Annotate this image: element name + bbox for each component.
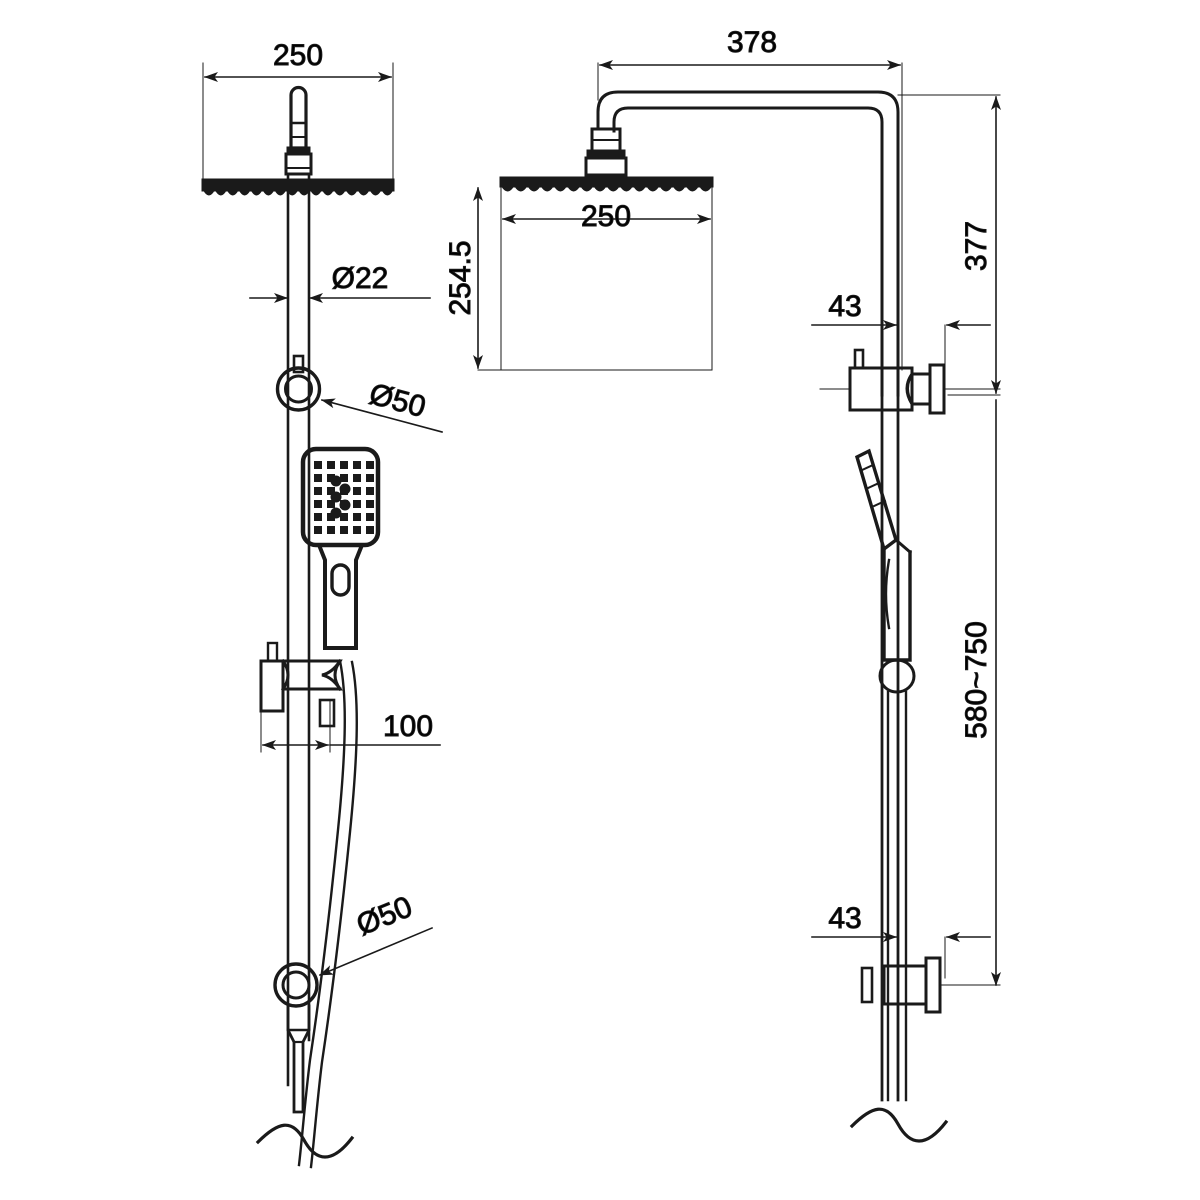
dim-label-43-lower: 43 xyxy=(828,902,861,935)
dim-label-250-top: 250 xyxy=(273,39,323,72)
front-bottom-inlet xyxy=(286,1004,311,1114)
front-overhead-shower-head xyxy=(201,178,395,196)
side-overhead-connector xyxy=(584,127,628,183)
front-lower-bracket xyxy=(273,962,319,1008)
side-upper-wall-bracket xyxy=(819,348,1001,415)
dim-front-slider-offset xyxy=(260,699,441,753)
dim-side-upper-height xyxy=(897,94,1001,396)
front-flexible-hose xyxy=(297,659,358,1169)
leader-front-upper-bracket xyxy=(321,398,443,433)
dim-side-arm-length xyxy=(597,60,903,371)
dim-side-upper-bracket-projection xyxy=(811,320,991,373)
front-riser-rail xyxy=(286,178,311,1087)
front-handheld-spray-grid xyxy=(314,461,374,534)
dim-label-d22: Ø22 xyxy=(332,262,389,295)
dim-label-d50-lower: Ø50 xyxy=(352,890,417,942)
side-riser-rail xyxy=(880,393,900,1102)
dim-label-378: 378 xyxy=(727,26,777,59)
dim-label-250-side: 250 xyxy=(581,200,631,233)
dim-label-580-750: 580~750 xyxy=(960,621,993,739)
front-break-line xyxy=(255,1123,355,1159)
side-break-line xyxy=(849,1107,949,1143)
side-shower-arm xyxy=(596,90,900,397)
side-hose-coupler xyxy=(878,658,916,1102)
side-overhead-shower-head xyxy=(477,176,714,371)
dim-side-lower-bracket-projection xyxy=(811,932,991,979)
dim-label-254-5: 254.5 xyxy=(444,240,477,315)
side-lower-wall-bracket xyxy=(860,956,1001,1014)
dim-front-head-width xyxy=(202,62,394,191)
front-handheld-shower-head xyxy=(300,446,381,650)
dim-label-377: 377 xyxy=(960,221,993,271)
front-upper-bracket xyxy=(275,354,322,412)
dim-label-d50-upper: Ø50 xyxy=(366,378,429,425)
front-slider-holder xyxy=(259,641,343,728)
side-handheld-shower-head xyxy=(854,448,913,662)
leader-front-lower-bracket xyxy=(318,926,434,977)
dim-label-43-upper: 43 xyxy=(828,290,861,323)
dim-label-100: 100 xyxy=(383,710,433,743)
front-overhead-connector xyxy=(284,85,313,182)
